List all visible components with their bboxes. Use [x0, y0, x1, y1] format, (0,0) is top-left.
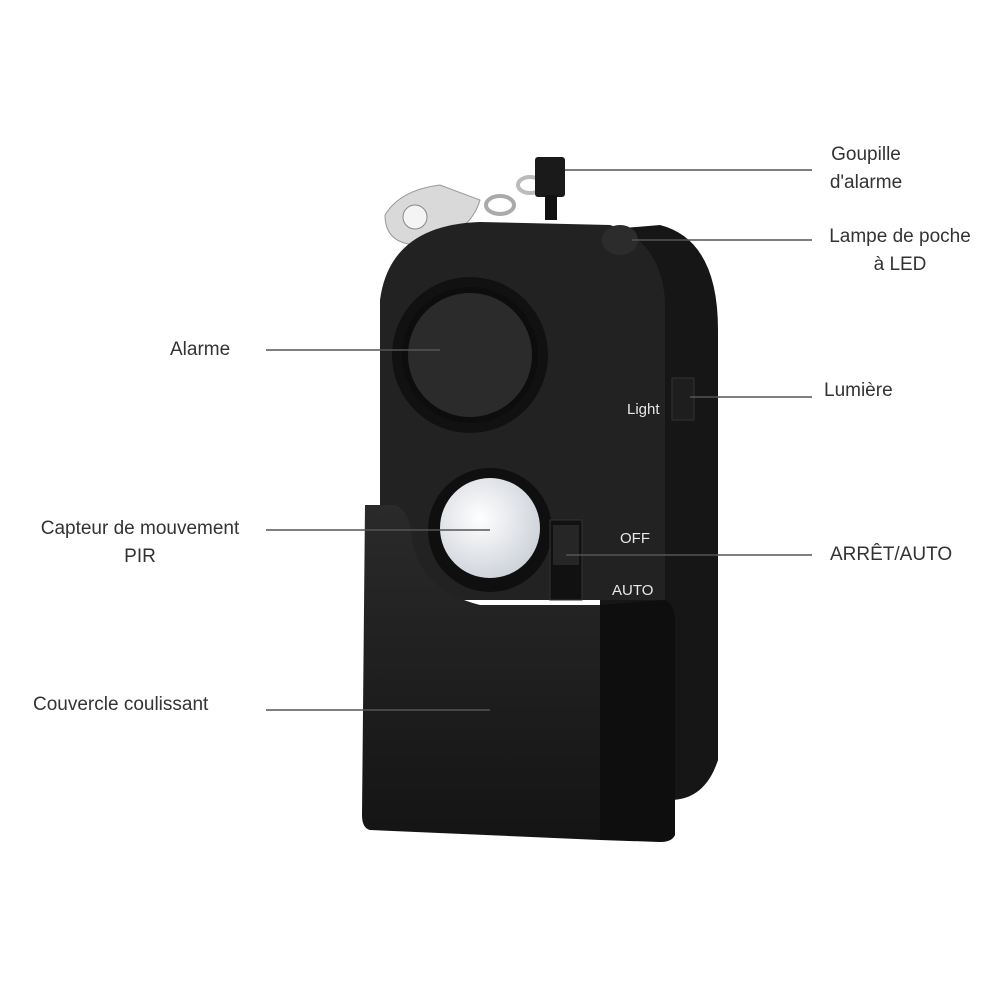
label-pir-sensor: Capteur de mouvement PIR — [18, 515, 262, 571]
light-button[interactable] — [671, 377, 695, 421]
label-light: Lumière — [824, 380, 893, 401]
label-line: d'alarme — [829, 172, 903, 193]
pir-lens — [440, 478, 540, 578]
sliding-cover[interactable] — [362, 505, 675, 842]
label-line: à LED — [873, 254, 927, 275]
label-line: PIR — [124, 546, 156, 567]
label-line: Lampe de poche — [829, 226, 971, 247]
led-flashlight — [602, 225, 638, 255]
label-alarm: Alarme — [170, 339, 231, 360]
label-line: Goupille — [831, 144, 901, 165]
device-off-text: OFF — [620, 530, 650, 547]
label-line: Capteur de mouvement — [40, 518, 240, 539]
device-auto-text: AUTO — [612, 582, 653, 599]
label-off-auto: ARRÊT/AUTO — [830, 544, 953, 565]
label-led-flashlight: Lampe de poche à LED — [814, 223, 986, 279]
alarm-pin[interactable] — [535, 157, 565, 197]
label-alarm-pin: Goupille d'alarme — [818, 141, 914, 197]
label-sliding-cover: Couvercle coulissant — [33, 694, 209, 715]
device-light-text: Light — [627, 401, 660, 418]
